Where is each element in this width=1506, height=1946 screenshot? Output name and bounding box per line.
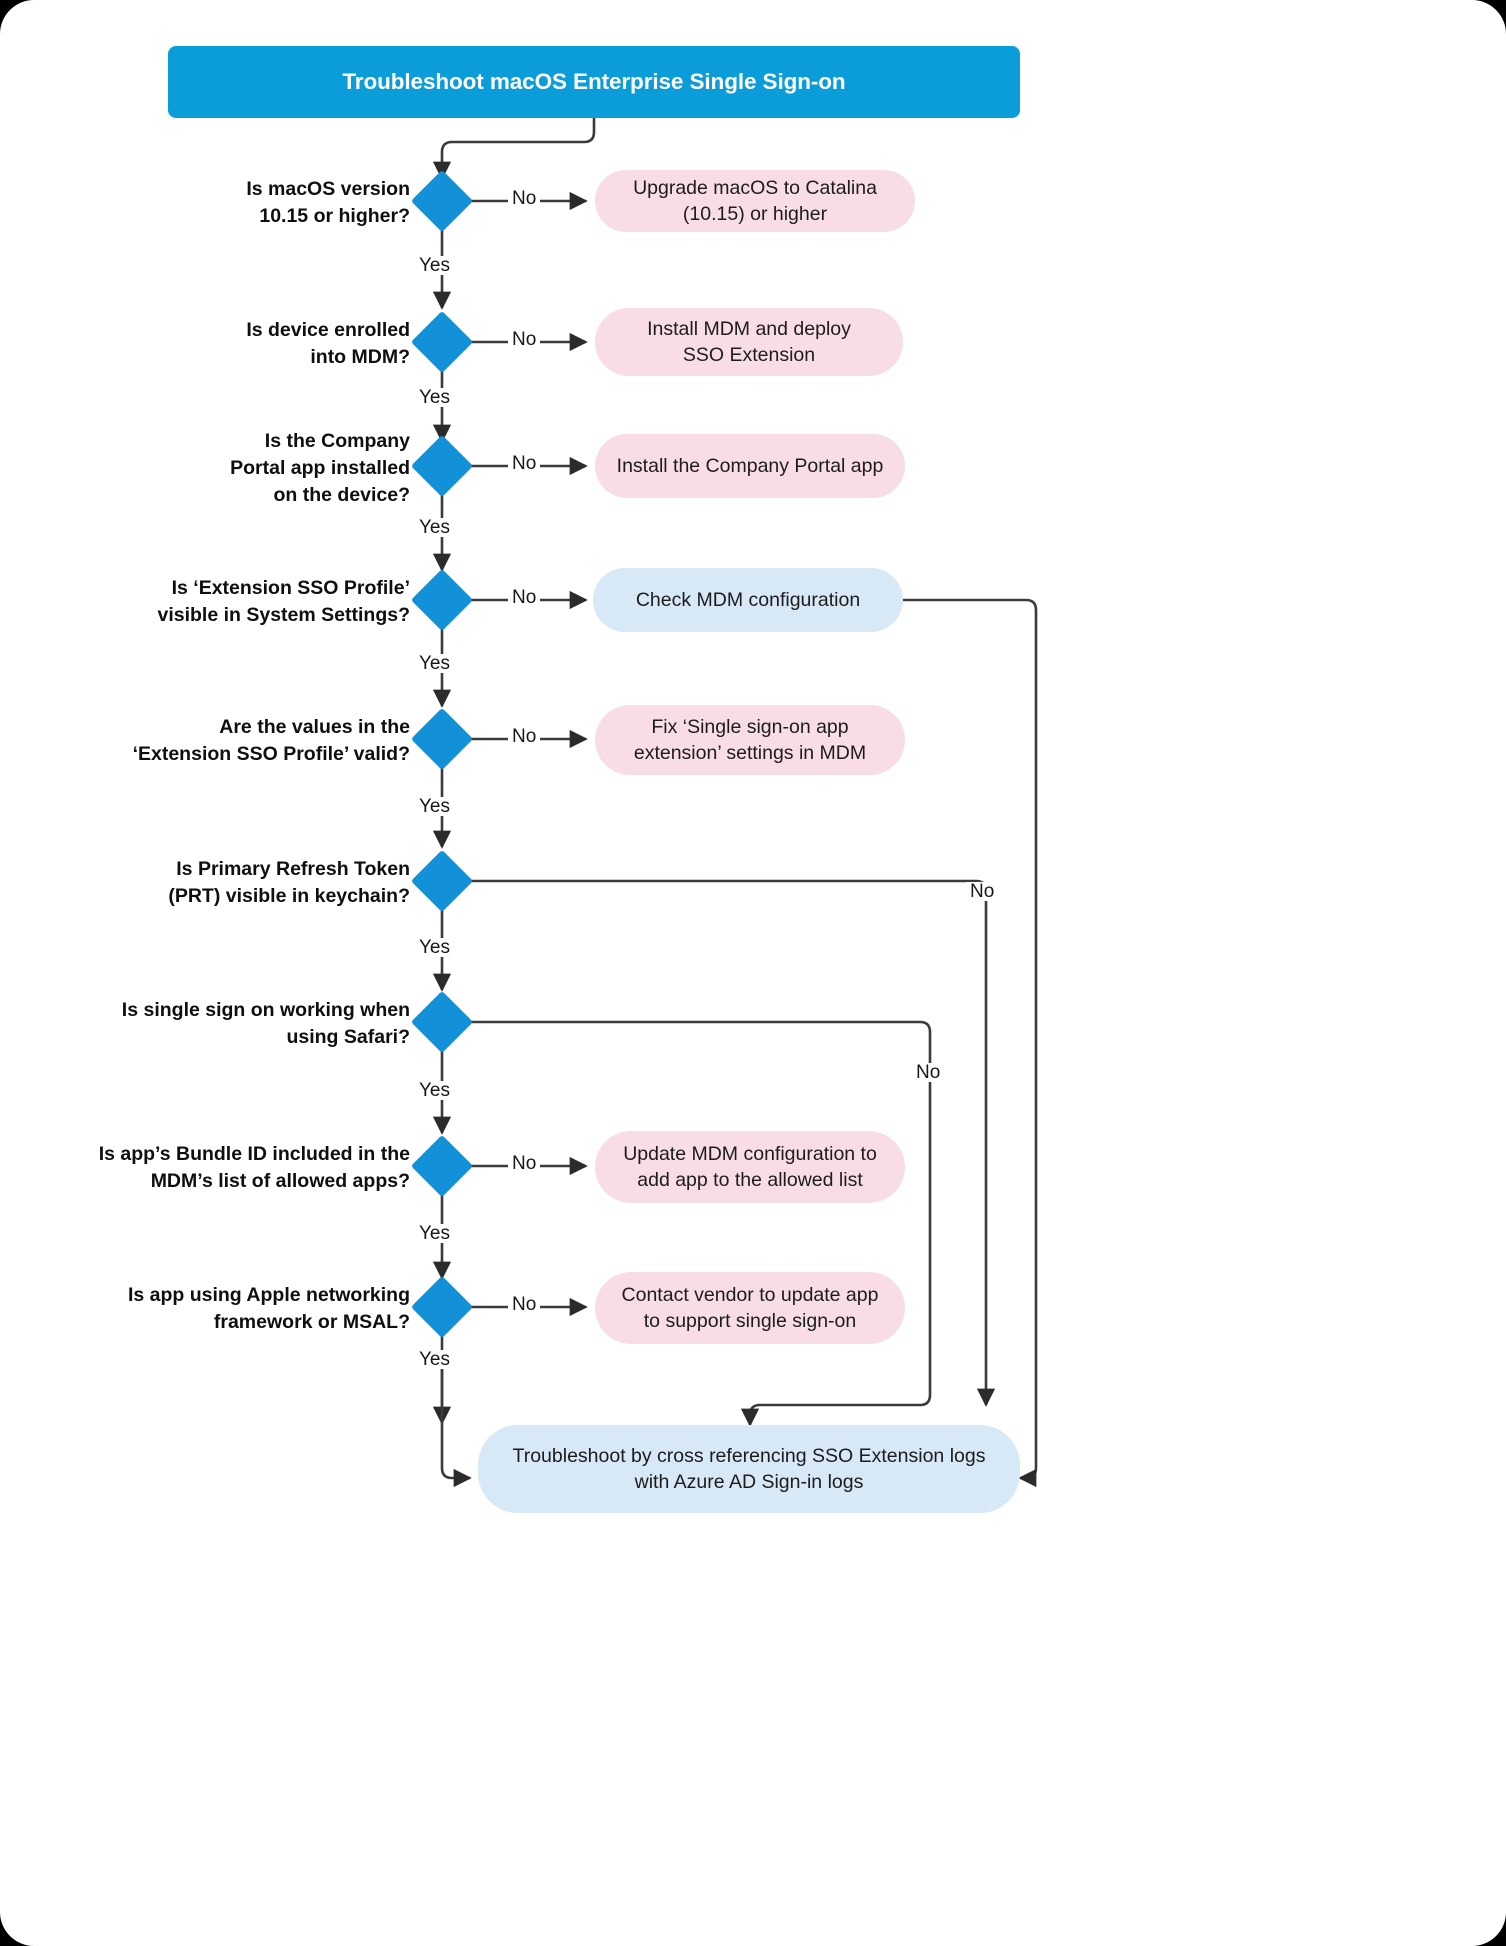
action-upgrade-macos[interactable]: Upgrade macOS to Catalina (10.15) or hig… [595, 170, 915, 232]
decision-label-macos-version: Is macOS version 10.15 or higher? [246, 178, 410, 227]
edge-label-yes-d9: Yes [415, 1350, 454, 1369]
page-title: Troubleshoot macOS Enterprise Single Sig… [168, 46, 1020, 118]
diamond-shape [410, 849, 474, 913]
decision-label-extension-sso-values-valid: Are the values in the ‘Extension SSO Pro… [132, 716, 410, 765]
edge-label-no-d1: No [508, 189, 541, 208]
action-fix-sso-extension-settings[interactable]: Fix ‘Single sign-on app extension’ setti… [595, 705, 905, 775]
diamond-shape [410, 310, 474, 374]
decision-company-portal[interactable] [410, 434, 474, 498]
decision-label-extension-sso-profile-visible: Is ‘Extension SSO Profile’ visible in Sy… [157, 577, 411, 626]
edge-label-no-d6: No [966, 882, 999, 901]
edge-label-no-d4: No [508, 588, 541, 607]
wire-a4-to-final [903, 598, 1038, 1488]
action-contact-vendor[interactable]: Contact vendor to update app to support … [595, 1272, 905, 1344]
edge-label-no-d9: No [508, 1295, 541, 1314]
decision-extension-sso-profile-visible[interactable] [410, 568, 474, 632]
edge-label-yes-d2: Yes [415, 388, 454, 407]
decision-label-company-portal: Is the Company Portal app installed on t… [230, 430, 410, 506]
action-install-mdm[interactable]: Install MDM and deploy SSO Extension [595, 308, 903, 376]
decision-label-sso-safari: Is single sign on working when using Saf… [121, 999, 410, 1048]
decision-label-mdm-enrolled: Is device enrolled into MDM? [246, 319, 410, 368]
edge-label-no-d3: No [508, 454, 541, 473]
action-install-company-portal[interactable]: Install the Company Portal app [595, 434, 905, 498]
edge-label-yes-d1: Yes [415, 256, 454, 275]
edge-label-yes-d8: Yes [415, 1224, 454, 1243]
decision-prt-visible[interactable] [410, 849, 474, 913]
edge-label-no-d5: No [508, 727, 541, 746]
diamond-shape [410, 169, 474, 233]
decision-apple-networking[interactable] [410, 1275, 474, 1339]
diamond-shape [410, 1275, 474, 1339]
decision-label-apple-networking: Is app using Apple networking framework … [127, 1284, 410, 1333]
diamond-shape [410, 434, 474, 498]
diamond-shape [410, 1134, 474, 1198]
diamond-shape [410, 990, 474, 1054]
wire-d9-yes-to-final [440, 1365, 472, 1488]
diamond-shape [410, 707, 474, 771]
action-check-mdm-configuration[interactable]: Check MDM configuration [593, 568, 903, 632]
edge-label-yes-d5: Yes [415, 797, 454, 816]
edge-label-yes-d7: Yes [415, 1081, 454, 1100]
decision-label-bundle-id-allowed: Is app’s Bundle ID included in the MDM’s… [98, 1143, 410, 1192]
decision-label-prt-visible: Is Primary Refresh Token (PRT) visible i… [168, 858, 410, 907]
decision-sso-safari[interactable] [410, 990, 474, 1054]
edge-label-no-d8: No [508, 1154, 541, 1173]
decision-extension-sso-values-valid[interactable] [410, 707, 474, 771]
diamond-shape [410, 568, 474, 632]
edge-label-no-d2: No [508, 330, 541, 349]
edge-label-yes-d3: Yes [415, 518, 454, 537]
wire-title-to-d1 [432, 118, 596, 180]
edge-label-yes-d6: Yes [415, 938, 454, 957]
decision-bundle-id-allowed[interactable] [410, 1134, 474, 1198]
decision-mdm-enrolled[interactable] [410, 310, 474, 374]
action-troubleshoot-cross-reference-logs[interactable]: Troubleshoot by cross referencing SSO Ex… [478, 1425, 1020, 1513]
wire-d7-no [464, 1020, 932, 1427]
edge-label-yes-d4: Yes [415, 654, 454, 673]
edge-label-no-d7: No [912, 1063, 945, 1082]
action-update-mdm-allowed-list[interactable]: Update MDM configuration to add app to t… [595, 1131, 905, 1203]
decision-macos-version[interactable] [410, 169, 474, 233]
